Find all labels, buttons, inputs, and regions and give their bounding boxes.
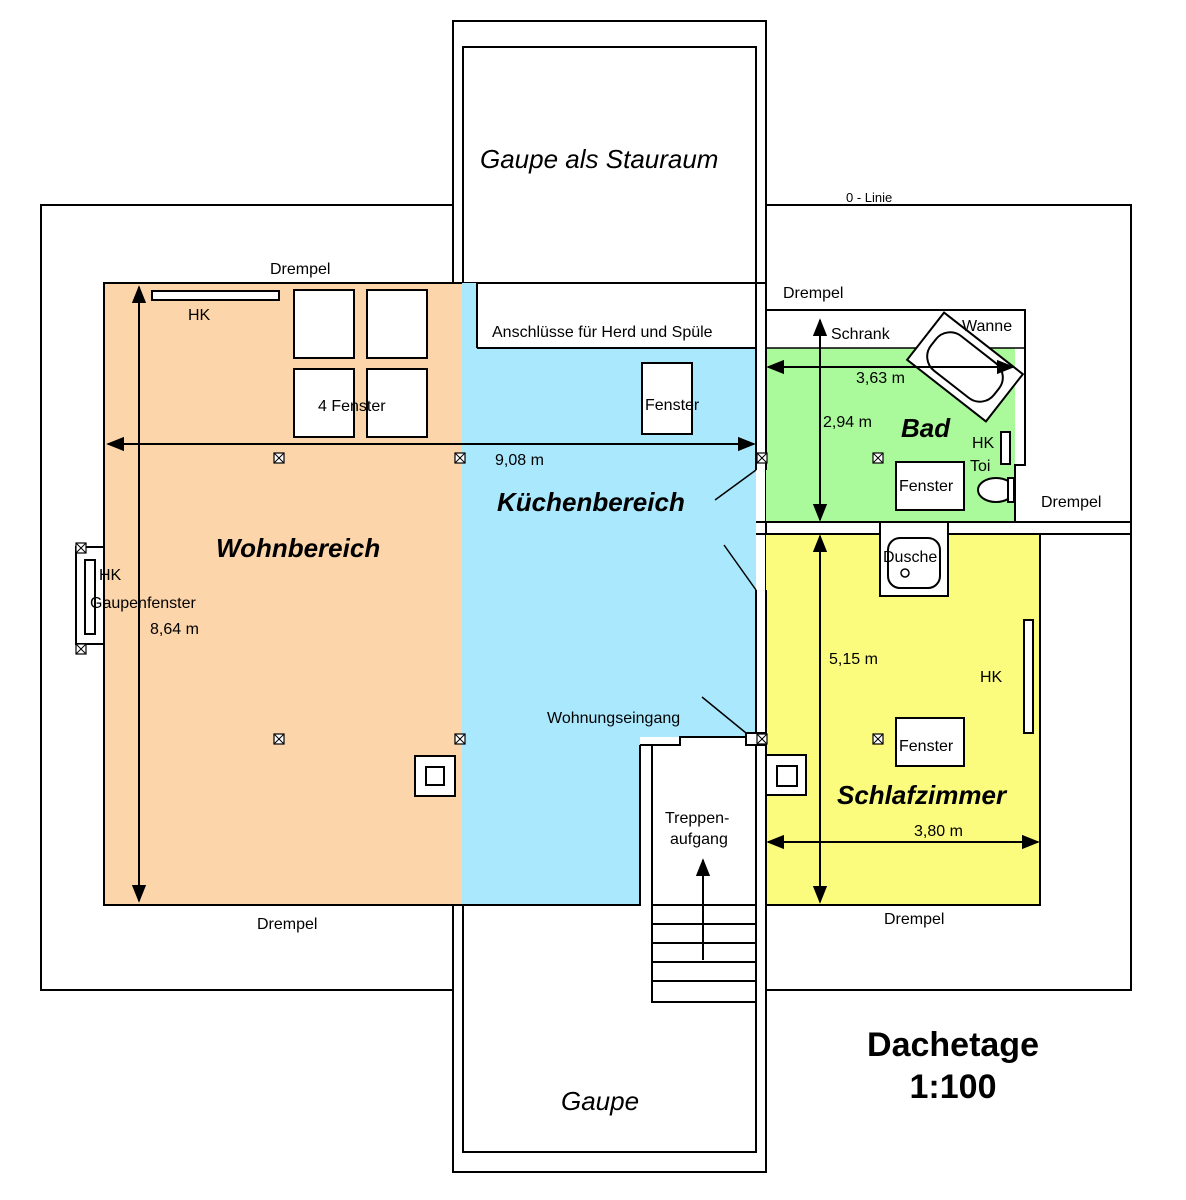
room-kuechenbereich: Küchenbereich bbox=[497, 487, 685, 517]
dim-label-height-schlaf: 5,15 m bbox=[829, 651, 878, 668]
window-schlaf bbox=[895, 717, 965, 767]
label-drempel-right: Drempel bbox=[1041, 494, 1102, 511]
dormer-top-inner bbox=[462, 46, 757, 348]
dim-label-height-bad: 2,94 m bbox=[823, 414, 872, 431]
door-swing-kitchen bbox=[714, 469, 757, 501]
wall-stair bbox=[640, 736, 757, 1000]
column-marker-icon bbox=[454, 452, 466, 464]
label-fenster-kueche: Fenster bbox=[645, 397, 700, 414]
hk-top bbox=[151, 290, 280, 301]
label-drempel-top-right: Drempel bbox=[783, 285, 844, 302]
dormer-bottom-outer bbox=[452, 905, 767, 1173]
label-wanne: Wanne bbox=[962, 318, 1013, 335]
dim-label-width-bad: 3,63 m bbox=[856, 370, 905, 387]
room-wohnbereich: Wohnbereich bbox=[216, 533, 381, 563]
label-wohnungseingang: Wohnungseingang bbox=[547, 710, 681, 727]
column-marker-icon bbox=[756, 452, 768, 464]
column-marker-icon bbox=[872, 452, 884, 464]
toilet-tank bbox=[1007, 477, 1015, 503]
label-hk-schlaf: HK bbox=[980, 669, 1003, 686]
hk-schlaf bbox=[1023, 619, 1034, 734]
shower-drain bbox=[900, 568, 910, 578]
door-swing-entry bbox=[701, 696, 747, 734]
chimney-left-inner bbox=[425, 766, 445, 786]
room-schlafzimmer: Schlafzimmer bbox=[837, 780, 1007, 810]
label-treppe-2: aufgang bbox=[670, 831, 728, 848]
room-bad: Bad bbox=[901, 413, 951, 443]
label-null-linie: 0 - Linie bbox=[846, 190, 893, 205]
room-gaupe: Gaupe bbox=[561, 1086, 640, 1116]
chimney-right-inner bbox=[776, 765, 798, 787]
label-hk-left: HK bbox=[99, 567, 122, 584]
chimney-left bbox=[414, 755, 456, 797]
dim-label-width-schlaf: 3,80 m bbox=[914, 823, 963, 840]
label-treppe-1: Treppen- bbox=[665, 810, 730, 827]
wall-stair-left bbox=[651, 745, 756, 1003]
label-drempel-bottom-right: Drempel bbox=[884, 911, 945, 928]
wall-schlaf-right bbox=[765, 534, 1041, 906]
label-anschluesse: Anschlüsse für Herd und Spüle bbox=[492, 324, 713, 341]
column-marker-icon bbox=[872, 733, 884, 745]
dim-label-width-total: 9,08 m bbox=[495, 452, 544, 469]
dormer-bottom-inner bbox=[462, 905, 757, 1153]
column-marker-icon bbox=[756, 733, 768, 745]
label-schrank: Schrank bbox=[831, 326, 890, 343]
column-marker-icon bbox=[273, 733, 285, 745]
column-marker-icon bbox=[75, 542, 87, 554]
window-kitchen bbox=[641, 362, 693, 435]
label-drempel-top-left: Drempel bbox=[270, 261, 331, 278]
label-hk-top: HK bbox=[188, 307, 211, 324]
hk-bad bbox=[1000, 431, 1011, 465]
plan-title-line1: Dachetage bbox=[867, 1026, 1039, 1064]
window-3 bbox=[293, 368, 355, 438]
column-marker-icon bbox=[273, 452, 285, 464]
dormer-top-outer bbox=[452, 20, 767, 284]
label-gaupenfenster: Gaupenfenster bbox=[90, 595, 196, 612]
label-vier-fenster: 4 Fenster bbox=[318, 398, 386, 415]
dim-label-height-wohn: 8,64 m bbox=[150, 621, 199, 638]
window-4 bbox=[366, 368, 428, 438]
label-hk-bad: HK bbox=[972, 435, 995, 452]
plan-title-line2: 1:100 bbox=[909, 1068, 997, 1106]
label-toi: Toi bbox=[970, 458, 991, 475]
wall-wohn bbox=[103, 282, 641, 906]
door-swing-schlaf bbox=[723, 544, 757, 591]
label-dusche: Dusche bbox=[883, 549, 938, 566]
window-2 bbox=[366, 289, 428, 359]
room-gaupe-stauraum: Gaupe als Stauraum bbox=[480, 144, 719, 174]
column-marker-icon bbox=[454, 733, 466, 745]
stairs bbox=[652, 858, 756, 982]
label-fenster-bad: Fenster bbox=[899, 478, 954, 495]
window-bad bbox=[895, 461, 965, 511]
chimney-right bbox=[765, 754, 807, 796]
label-fenster-schlaf: Fenster bbox=[899, 738, 954, 755]
hk-left bbox=[84, 559, 96, 635]
label-drempel-bottom-left: Drempel bbox=[257, 916, 318, 933]
column-marker-icon bbox=[75, 643, 87, 655]
plan-title: Dachetage 1:100 bbox=[842, 1024, 1064, 1108]
window-1 bbox=[293, 289, 355, 359]
